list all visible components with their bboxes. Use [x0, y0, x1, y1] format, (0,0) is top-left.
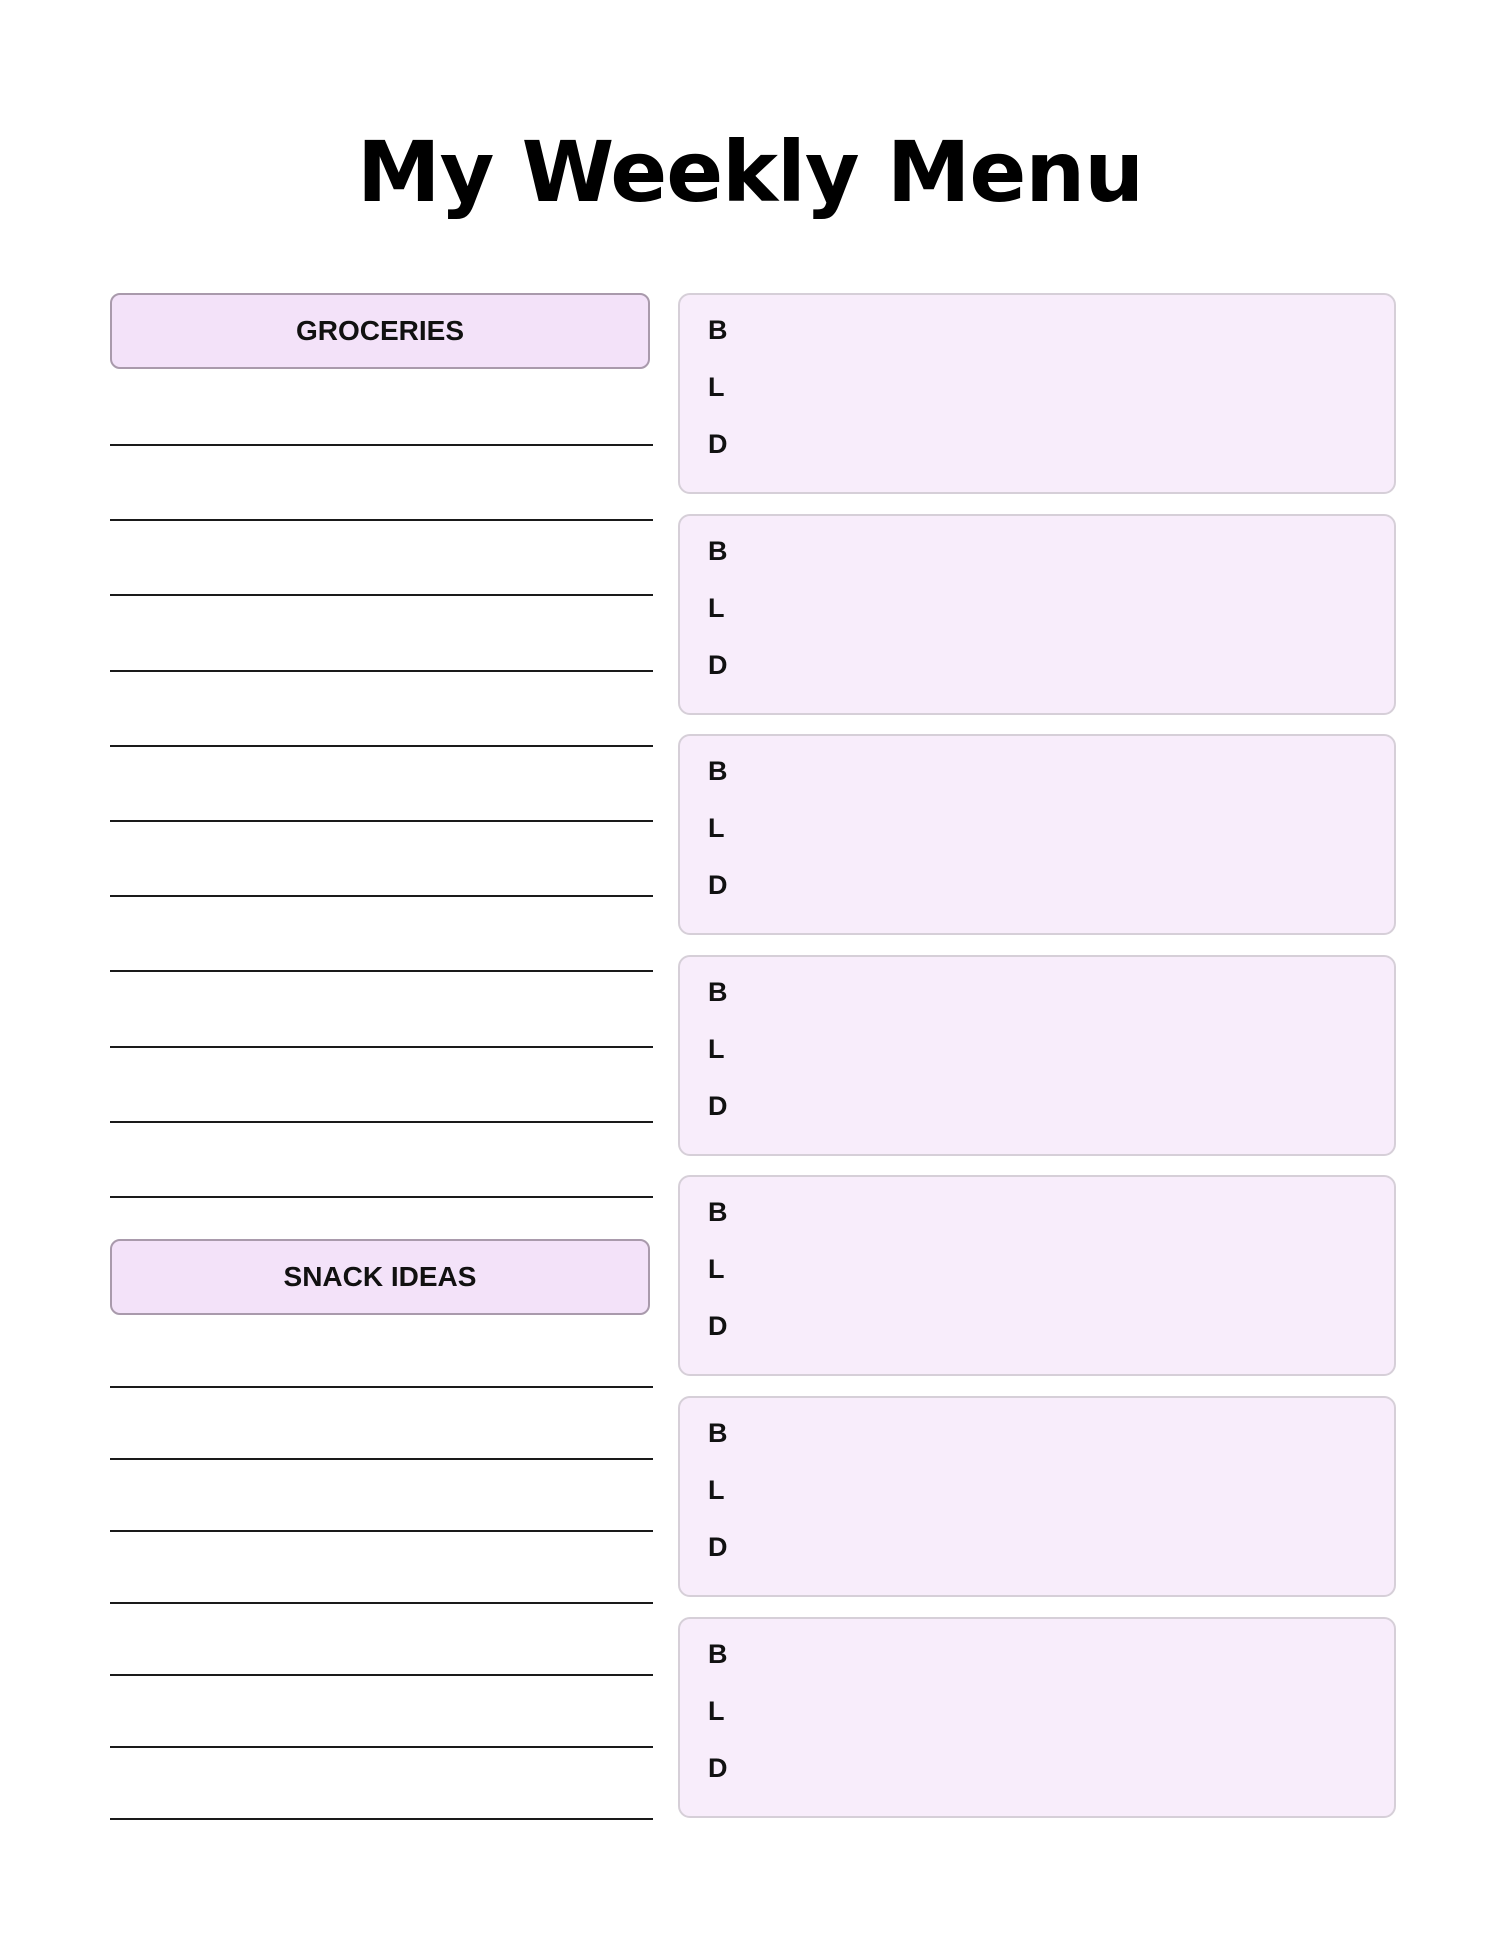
snack-ideas-header: SNACK IDEAS	[110, 1239, 650, 1315]
snack-ideas-header-label: SNACK IDEAS	[283, 1261, 477, 1292]
meal-label-dinner: D	[708, 649, 728, 680]
meal-label-dinner: D	[708, 1752, 728, 1783]
meal-label-breakfast: B	[708, 1638, 728, 1669]
meal-label-lunch: L	[708, 592, 725, 623]
meal-label-dinner: D	[708, 1090, 728, 1121]
meal-label-lunch: L	[708, 1033, 725, 1064]
meal-label-dinner: D	[708, 870, 728, 901]
groceries-header: GROCERIES	[110, 293, 650, 369]
grocery-line[interactable]	[110, 1120, 653, 1123]
snack-line[interactable]	[110, 1530, 653, 1532]
snack-line[interactable]	[110, 1386, 653, 1388]
meal-label-lunch: L	[708, 1695, 725, 1726]
snack-line[interactable]	[110, 1818, 653, 1820]
meal-label-breakfast: B	[708, 1418, 728, 1448]
grocery-line[interactable]	[110, 970, 653, 973]
grocery-line[interactable]	[110, 744, 653, 747]
grocery-line[interactable]	[110, 669, 653, 672]
grocery-line[interactable]	[110, 1196, 653, 1198]
grocery-line[interactable]	[110, 895, 653, 898]
grocery-line[interactable]	[110, 444, 653, 446]
meal-label-lunch: L	[708, 1475, 725, 1505]
meal-label-breakfast: B	[708, 976, 728, 1007]
meal-label-breakfast: B	[708, 535, 728, 566]
grocery-line[interactable]	[110, 820, 653, 822]
groceries-header-label: GROCERIES	[295, 315, 465, 346]
snack-line[interactable]	[110, 1458, 653, 1460]
snack-line[interactable]	[110, 1674, 653, 1676]
grocery-line[interactable]	[110, 519, 653, 522]
meal-label-dinner: D	[708, 429, 728, 459]
meal-label-lunch: L	[708, 1254, 725, 1285]
meal-label-dinner: D	[708, 1532, 728, 1562]
meal-label-lunch: L	[708, 372, 725, 402]
meal-label-breakfast: B	[708, 1197, 728, 1228]
meal-label-breakfast: B	[708, 756, 728, 787]
meal-label-breakfast: B	[708, 315, 728, 345]
meal-label-dinner: D	[708, 1311, 728, 1342]
snack-line[interactable]	[110, 1602, 653, 1604]
grocery-line[interactable]	[110, 1045, 653, 1048]
meal-label-lunch: L	[708, 813, 725, 844]
page-title: My Weekly Menu	[356, 123, 1144, 221]
snack-line[interactable]	[110, 1746, 653, 1748]
grocery-line[interactable]	[110, 594, 653, 597]
